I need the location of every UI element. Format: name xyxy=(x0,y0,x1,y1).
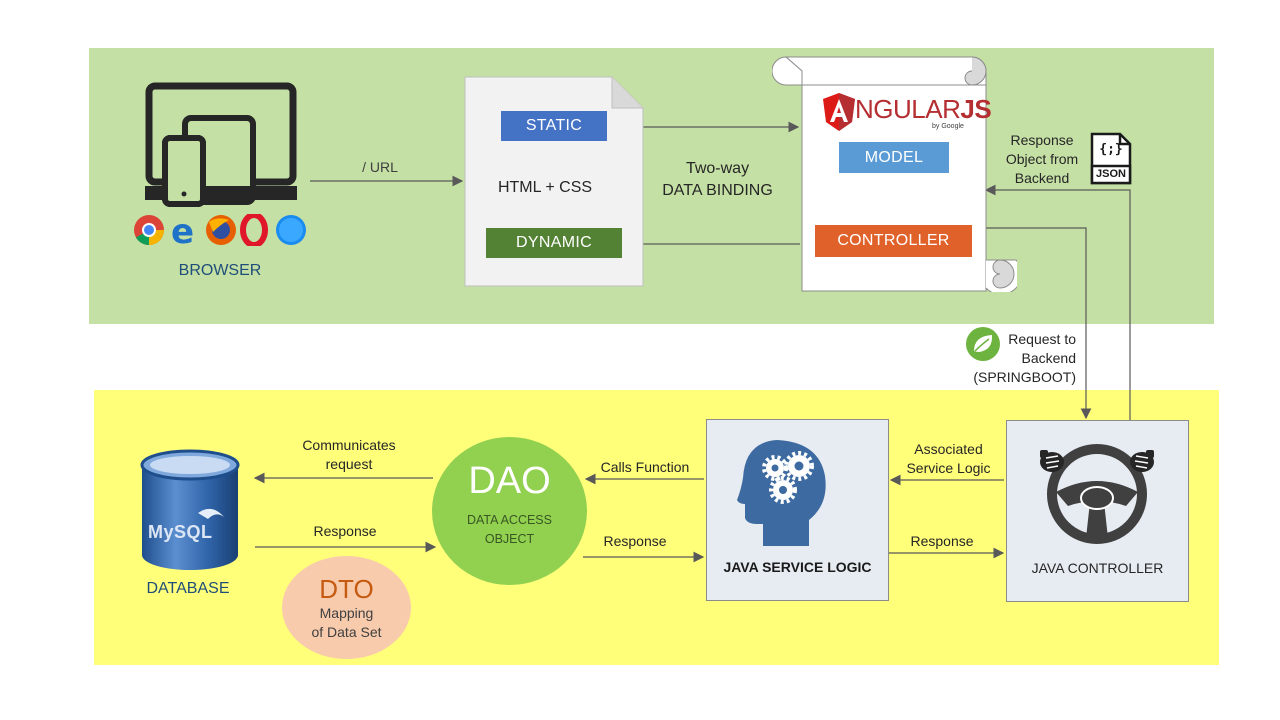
response-backend-line2: Object from xyxy=(1005,151,1079,167)
communicates-line1: Communicates xyxy=(302,437,396,453)
edge-icon: e xyxy=(171,214,194,246)
browser-label: BROWSER xyxy=(178,262,262,279)
json-label: JSON xyxy=(1096,168,1126,180)
java-controller-label: JAVA CONTROLLER xyxy=(1031,560,1164,576)
calls-function-label: Calls Function xyxy=(600,459,690,475)
json-braces: {;} xyxy=(1099,142,1123,157)
svg-text:e: e xyxy=(171,214,194,246)
browser-logos: e xyxy=(134,214,306,246)
java-service-label: JAVA SERVICE LOGIC xyxy=(723,559,872,575)
dto-circle: DTO Mapping of Data Set xyxy=(282,556,411,659)
binding-line2: DATA BINDING xyxy=(662,182,773,199)
dao-line1: DATA ACCESS xyxy=(467,513,552,527)
model-box: MODEL xyxy=(839,142,949,173)
angular-logo-suffix: JS xyxy=(960,94,992,124)
request-backend-label: Request to Backend (SPRINGBOOT) xyxy=(968,330,1076,387)
request-backend-line1: Request to xyxy=(1008,331,1076,347)
angular-shield-icon xyxy=(823,93,855,131)
response-backend-line3: Backend xyxy=(1014,170,1070,186)
mysql-logo: MySQL xyxy=(148,522,213,542)
steering-wheel-icon xyxy=(1040,444,1154,544)
dynamic-box: DYNAMIC xyxy=(486,228,622,258)
response-backend-label: Response Object from Backend xyxy=(992,131,1092,188)
firefox-icon xyxy=(206,215,236,245)
binding-label: Two-way DATA BINDING xyxy=(650,158,785,202)
associated-line2: Service Logic xyxy=(906,460,991,476)
json-file-icon: {;} JSON xyxy=(1090,132,1132,185)
dao-title: DAO xyxy=(468,460,551,502)
communicates-line2: request xyxy=(325,456,373,472)
dao-line2: OBJECT xyxy=(484,532,535,546)
associated-label: Associated Service Logic xyxy=(896,440,1001,478)
static-box: STATIC xyxy=(501,111,607,141)
controller-response-label: Response xyxy=(910,533,974,549)
html-css-label: HTML + CSS xyxy=(497,179,593,196)
request-backend-line2: Backend xyxy=(1021,350,1076,366)
devices-icon xyxy=(145,82,297,207)
service-response-label: Response xyxy=(603,533,667,549)
dto-line2: of Data Set xyxy=(311,623,382,640)
request-backend-line3: (SPRINGBOOT) xyxy=(973,369,1076,385)
response-backend-line1: Response xyxy=(1010,132,1074,148)
controller-box: CONTROLLER xyxy=(815,225,972,257)
angular-logo-text: NGULARJS xyxy=(855,94,992,125)
dto-title: DTO xyxy=(319,573,374,604)
safari-icon xyxy=(276,215,306,245)
communicates-label: Communicates request xyxy=(290,436,408,474)
db-response-label: Response xyxy=(313,523,377,539)
brain-gears-icon xyxy=(737,440,826,546)
binding-line1: Two-way xyxy=(685,160,750,177)
opera-icon xyxy=(240,214,268,246)
dto-line1: Mapping xyxy=(319,604,374,621)
associated-line1: Associated xyxy=(914,441,983,457)
spring-leaf-icon xyxy=(966,327,1000,361)
database-icon xyxy=(140,449,240,570)
chrome-icon xyxy=(134,215,165,245)
dao-circle: DAO DATA ACCESS OBJECT xyxy=(432,437,587,585)
database-label: DATABASE xyxy=(146,580,230,597)
url-label: / URL xyxy=(362,159,398,175)
angular-byline: by Google xyxy=(932,123,964,130)
angular-logo-prefix: NGULAR xyxy=(855,94,961,124)
